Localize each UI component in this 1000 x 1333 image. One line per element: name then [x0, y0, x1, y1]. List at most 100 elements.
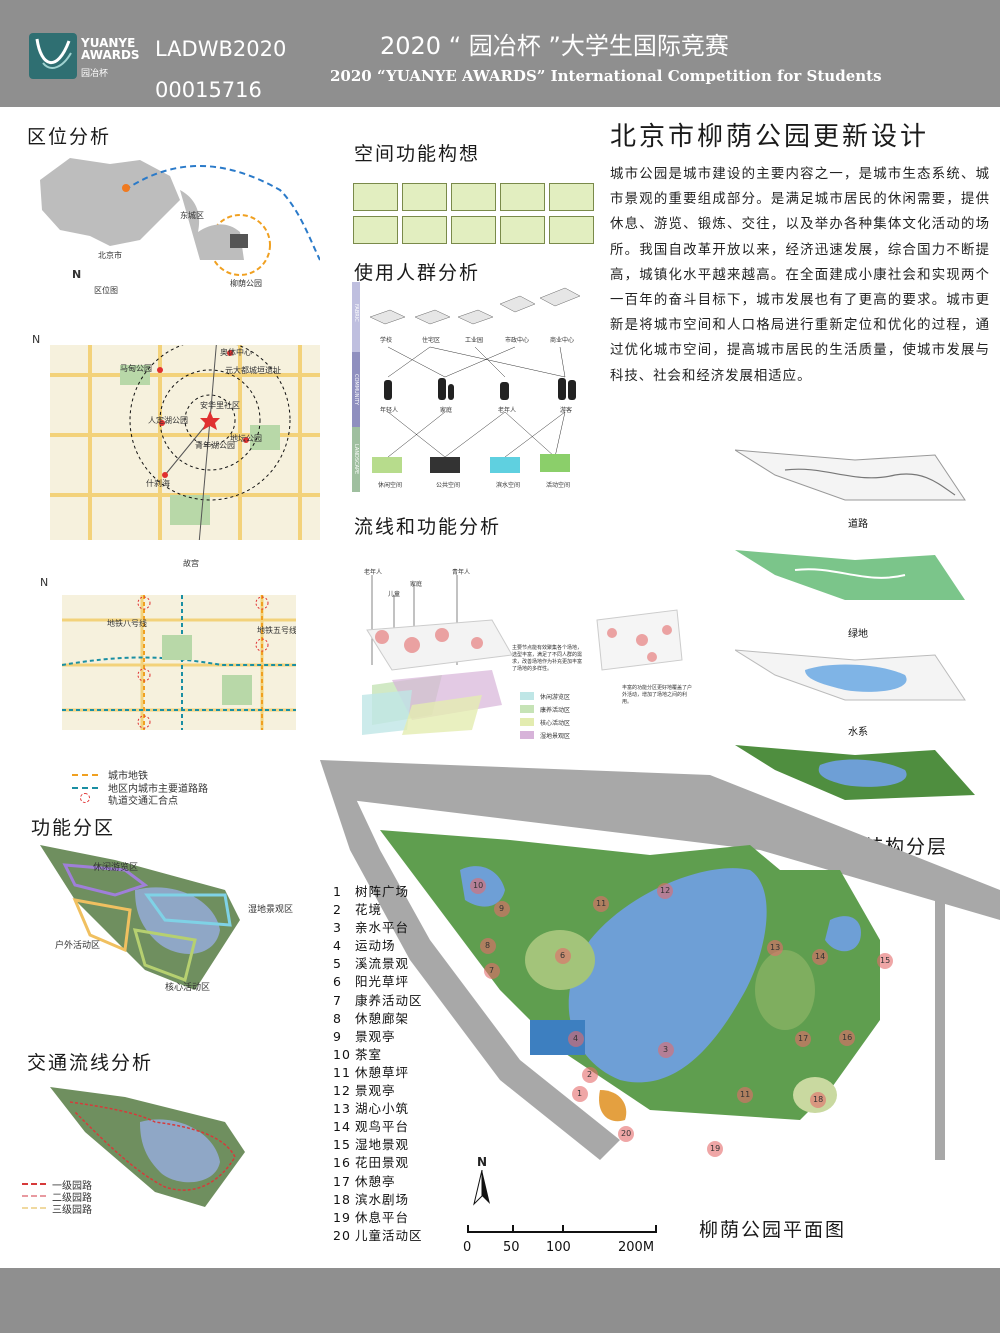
- plan-marker-11: 11: [596, 899, 607, 908]
- people-young: 年轻人: [380, 407, 399, 414]
- scale-200: 200M: [618, 1240, 655, 1255]
- page-title: 北京市柳荫公园更新设计: [610, 122, 930, 152]
- logo-cn: 园冶杯: [81, 69, 109, 79]
- section-title-flow-function: 流线和功能分析: [354, 516, 502, 538]
- section-title-traffic-flow: 交通流线分析: [27, 1052, 154, 1074]
- function-zoning-map: 休闲游览区 湿地景观区 户外活动区 核心活动区: [35, 840, 310, 1010]
- plan-marker-13: 13: [770, 943, 781, 952]
- plan-marker-7: 7: [489, 966, 495, 975]
- plan-marker-12: 12: [660, 886, 671, 895]
- place-civic: 市政中心: [505, 337, 530, 344]
- zone-outdoor: 户外活动区: [55, 941, 101, 951]
- section-title-plan: 柳荫公园平面图: [699, 1219, 847, 1241]
- label-qingnianhu: 青年湖公园: [195, 441, 235, 450]
- master-plan: [320, 760, 1000, 1160]
- label-shichahai: 什刹海: [146, 479, 170, 488]
- label-rendinghu: 人定湖公园: [148, 416, 188, 425]
- plan-marker-10: 10: [473, 881, 484, 890]
- north-arrow-icon: N: [72, 268, 82, 281]
- scale-100: 100: [546, 1240, 571, 1255]
- flow-legend-leisure: 休闲游览区: [540, 694, 571, 701]
- user-groups-diagram: 学校 住宅区 工业园 市政中心 商业中心 年轻人 家庭 老年人 游客 休闲空间 …: [350, 282, 600, 492]
- flow-family: 家庭: [410, 581, 423, 588]
- space-leisure: 休闲空间: [378, 482, 403, 489]
- plan-marker-17: 17: [798, 1034, 809, 1043]
- place-commercial: 商业中心: [550, 337, 575, 344]
- section-title-location: 区位分析: [27, 126, 112, 148]
- flow-note-2: 丰富的功能分区更好地覆盖了户外活动，增加了场地之间的利用。: [622, 685, 693, 705]
- axis-fabric: FABRIC: [353, 304, 359, 322]
- legend-primary: 一级园路: [52, 1181, 92, 1192]
- footer-bar: [0, 1268, 1000, 1333]
- header-bar: YUANYE AWARDS 园冶杯 LADWB2020 00015716 202…: [0, 0, 1000, 107]
- plan-marker-16: 16: [842, 1033, 853, 1042]
- flow-legend-core: 核心活动区: [540, 720, 571, 727]
- competition-title-en: 2020 “YUANYE AWARDS” International Compe…: [330, 67, 882, 85]
- plan-marker-8: 8: [485, 941, 491, 950]
- scale-bar: [467, 1223, 657, 1233]
- plan-marker-1: 1: [577, 1089, 583, 1098]
- layer-combined: [735, 740, 985, 805]
- space-public: 公共空间: [436, 482, 461, 489]
- registration-number: 00015716: [155, 78, 262, 102]
- competition-title-cn: 2020 “ 园冶杯 ”大学生国际竞赛: [380, 32, 729, 60]
- zone-core: 核心活动区: [165, 983, 211, 993]
- section-title-user-groups: 使用人群分析: [354, 262, 481, 284]
- plan-marker-14: 14: [815, 952, 826, 961]
- label-dongcheng: 东城区: [180, 211, 204, 220]
- label-madian: 马甸公园: [120, 364, 152, 373]
- space-concept-thumbs: [353, 183, 598, 245]
- layer-label-water: 水系: [848, 727, 868, 738]
- place-industrial: 工业园: [465, 337, 484, 344]
- label-metro-5: 地铁五号线: [257, 626, 296, 635]
- plan-marker-15: 15: [880, 956, 891, 965]
- label-metro-8: 地铁八号线: [107, 619, 147, 628]
- label-location-map: 区位图: [94, 286, 118, 295]
- label-gugong: 故宫: [183, 559, 199, 568]
- flow-legend-wellness: 康养活动区: [540, 707, 571, 714]
- section-title-function-zoning: 功能分区: [31, 817, 116, 839]
- plan-marker-2: 2: [587, 1070, 593, 1079]
- legend-road-line: [72, 787, 98, 789]
- legend-junction-icon: [80, 793, 90, 803]
- place-school: 学校: [380, 337, 393, 344]
- plan-marker-4: 4: [573, 1034, 579, 1043]
- legend-secondary: 二级园路: [52, 1193, 92, 1204]
- axis-landscape: LANDSCAPE: [353, 444, 359, 475]
- people-family: 家庭: [440, 407, 453, 414]
- label-liuyin-park: 柳荫公园: [230, 279, 262, 288]
- layer-green: [735, 545, 970, 610]
- layer-road: [735, 445, 970, 510]
- plan-marker-11b: 11: [740, 1090, 751, 1099]
- yuanye-logo: YUANYE AWARDS 园冶杯: [29, 33, 149, 79]
- logo-line2: AWARDS: [81, 48, 140, 62]
- flow-note-1: 主要节点能有效聚集各个场地，选型丰富，满足了不同人群的需求，改善场地作为补充更加…: [512, 645, 583, 672]
- legend-primary-path: [22, 1183, 46, 1185]
- intro-paragraph: 城市公园是城市建设的主要内容之一，是城市生态系统、城市景观的重要组成部分。是满足…: [610, 167, 990, 384]
- plan-marker-6: 6: [560, 951, 566, 960]
- legend-secondary-path: [22, 1195, 46, 1197]
- plan-marker-3: 3: [663, 1045, 669, 1054]
- label-anhuali: 安华里社区: [200, 401, 240, 410]
- plan-marker-20: 20: [621, 1129, 632, 1138]
- people-elderly: 老年人: [498, 407, 517, 414]
- legend-metro-line: [72, 774, 98, 776]
- flow-elderly: 老年人: [364, 569, 383, 576]
- zone-leisure: 休闲游览区: [93, 863, 139, 873]
- label-yuandadu: 元大都城垣遗址: [225, 366, 281, 375]
- place-residential: 住宅区: [422, 337, 441, 344]
